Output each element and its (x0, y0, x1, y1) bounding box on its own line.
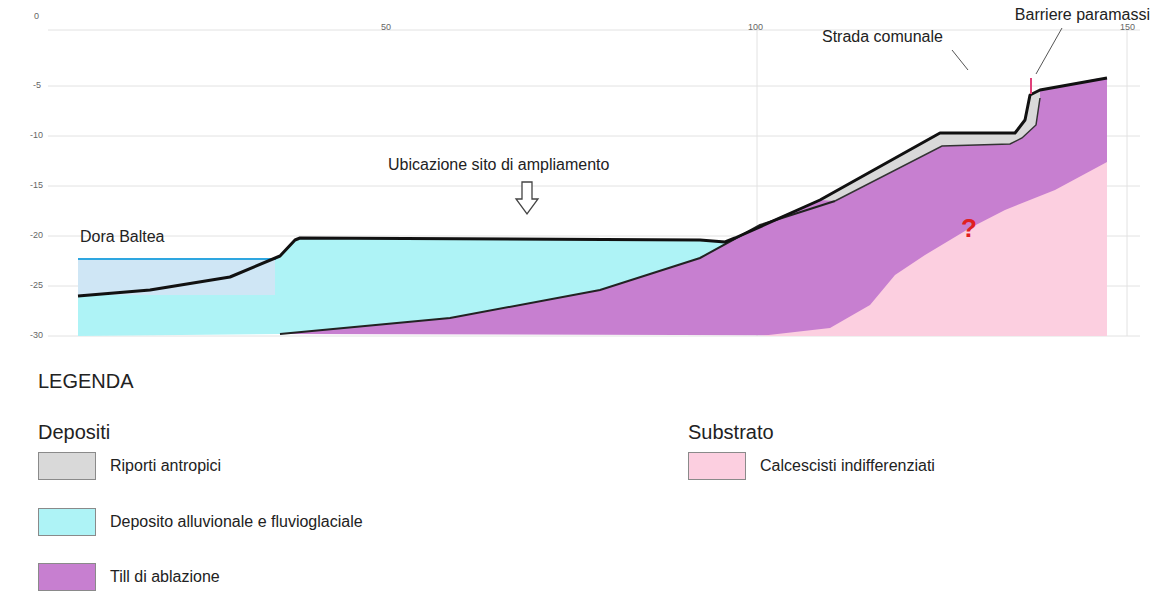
axis-tick: 100 (748, 22, 763, 32)
leader-line (952, 50, 968, 70)
uncertainty-mark: ? (961, 214, 977, 244)
till-top-contact (280, 201, 835, 334)
axis-tick: 50 (381, 22, 391, 32)
site-label: Ubicazione sito di ampliamento (388, 156, 609, 174)
till-deposit (280, 78, 1107, 336)
fill-base-contact (835, 98, 1040, 201)
river-label: Dora Baltea (80, 228, 165, 246)
location-arrow (516, 182, 538, 214)
leader-line (1036, 28, 1062, 74)
water-level (78, 258, 276, 260)
legend-text: Riporti antropici (110, 457, 221, 475)
river-water (78, 259, 275, 295)
calcschist-bedrock (760, 162, 1107, 336)
legend-swatch (38, 452, 96, 480)
axis-tick: 0 (34, 11, 39, 21)
ground-surface (78, 78, 1107, 296)
anthropic-fill (820, 90, 1040, 201)
axis-tick: -10 (30, 130, 43, 140)
axis-tick: 150 (1120, 22, 1135, 32)
legend-title: LEGENDA (38, 370, 134, 393)
legend-text: Calcescisti indifferenziati (760, 457, 935, 475)
legend-swatch (38, 508, 96, 536)
legend-text: Deposito alluvionale e fluvioglaciale (110, 513, 363, 531)
legend-swatch (688, 452, 746, 480)
structure-label: Barriere paramassi (1015, 6, 1150, 24)
axis-tick: -20 (30, 230, 43, 240)
axis-tick: -5 (33, 80, 41, 90)
axis-tick: -25 (30, 280, 43, 290)
legend-group: Substrato (688, 421, 774, 444)
legend-group: Depositi (38, 421, 110, 444)
axis-tick: -30 (30, 330, 43, 340)
legend-text: Till di ablazione (110, 568, 220, 586)
grid (48, 30, 1140, 336)
structure-label: Strada comunale (822, 28, 943, 46)
axis-tick: -15 (30, 180, 43, 190)
rockfall-barrier (1030, 78, 1032, 94)
legend-swatch (38, 563, 96, 591)
